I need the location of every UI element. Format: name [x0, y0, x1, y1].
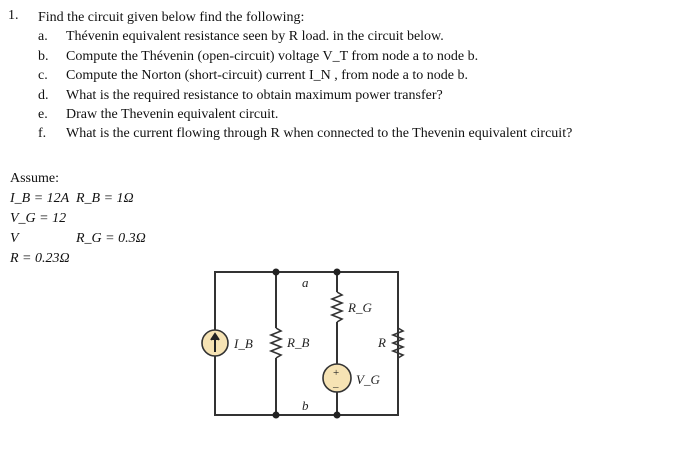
ib-value: I_B = 12A	[10, 191, 70, 206]
question-intro: Find the circuit given below find the fo…	[38, 10, 305, 25]
nodes	[272, 268, 341, 419]
node-b-label: b	[302, 398, 309, 413]
assume-title: Assume:	[10, 171, 59, 186]
r-label: R	[377, 335, 386, 350]
svg-text:–: –	[332, 381, 339, 393]
current-source-ib	[201, 329, 229, 357]
item-a: a.Thévenin equivalent resistance seen by…	[38, 29, 444, 45]
assumptions: Assume: I_B = 12A R_B = 1Ω V_G = 12 V R_G …	[10, 169, 146, 269]
rb-value: R_B = 1Ω	[76, 191, 134, 206]
item-e: e.Draw the Thevenin equivalent circuit.	[38, 107, 279, 123]
vg-label: V_G	[356, 372, 380, 387]
ib-label: I_B	[233, 336, 253, 351]
item-b: b.Compute the Thévenin (open-circuit) vo…	[38, 48, 479, 64]
rg-resistor	[329, 291, 345, 323]
rb-resistor	[268, 327, 284, 359]
r-resistor	[390, 327, 406, 359]
item-f: f.What is the current flowing through R …	[38, 126, 573, 142]
question-number: 1.	[8, 8, 19, 23]
item-d: d.What is the required resistance to obt…	[38, 87, 443, 103]
svg-text:+: +	[333, 367, 339, 379]
rg-label: R_G	[347, 300, 372, 315]
item-c: c.Compute the Norton (short-circuit) cur…	[38, 68, 469, 84]
question-list: Find the circuit given below find the fo…	[38, 8, 572, 144]
vg-value: V_G = 12 V	[10, 211, 67, 246]
rb-label: R_B	[286, 335, 309, 350]
voltage-source-vg: + –	[322, 363, 352, 393]
node-a-label: a	[302, 275, 309, 290]
rg-value: R_G = 0.3Ω	[76, 231, 146, 246]
r-value: R = 0.23Ω	[10, 251, 70, 266]
